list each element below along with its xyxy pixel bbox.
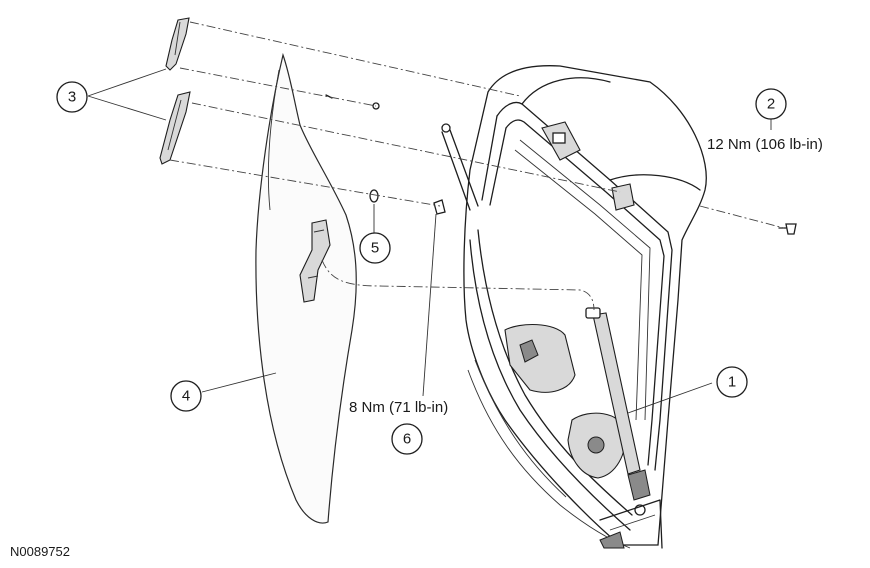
upper-trim-molding bbox=[165, 17, 190, 71]
torque-spec-6: 8 Nm (71 lb-in) bbox=[349, 399, 448, 416]
alignment-lines bbox=[169, 21, 785, 311]
clip-fasteners bbox=[325, 94, 380, 110]
svg-text:3: 3 bbox=[68, 89, 76, 106]
leader-lines bbox=[87, 68, 772, 414]
callout-1: 1 bbox=[716, 366, 748, 398]
window-run-bracket bbox=[541, 121, 581, 161]
callout-2: 2 bbox=[755, 88, 787, 120]
svg-text:5: 5 bbox=[371, 240, 379, 257]
torque-spec-2: 12 Nm (106 lb-in) bbox=[707, 136, 823, 153]
door-assembly bbox=[441, 65, 707, 549]
bolt-6 bbox=[433, 199, 446, 215]
figure-id: N0089752 bbox=[10, 544, 70, 559]
lower-trim-molding bbox=[159, 91, 191, 165]
svg-text:2: 2 bbox=[767, 96, 775, 113]
nut-5 bbox=[369, 189, 379, 203]
callout-4: 4 bbox=[170, 380, 202, 412]
callout-6: 6 bbox=[391, 423, 423, 455]
svg-text:6: 6 bbox=[403, 431, 411, 448]
callout-5: 5 bbox=[359, 232, 391, 264]
glass-bracket bbox=[299, 219, 331, 303]
door-glass bbox=[255, 52, 357, 524]
callout-3: 3 bbox=[56, 81, 88, 113]
svg-text:1: 1 bbox=[728, 374, 736, 391]
svg-text:4: 4 bbox=[182, 388, 190, 405]
window-regulator bbox=[504, 323, 626, 479]
bolt-2 bbox=[778, 223, 797, 235]
